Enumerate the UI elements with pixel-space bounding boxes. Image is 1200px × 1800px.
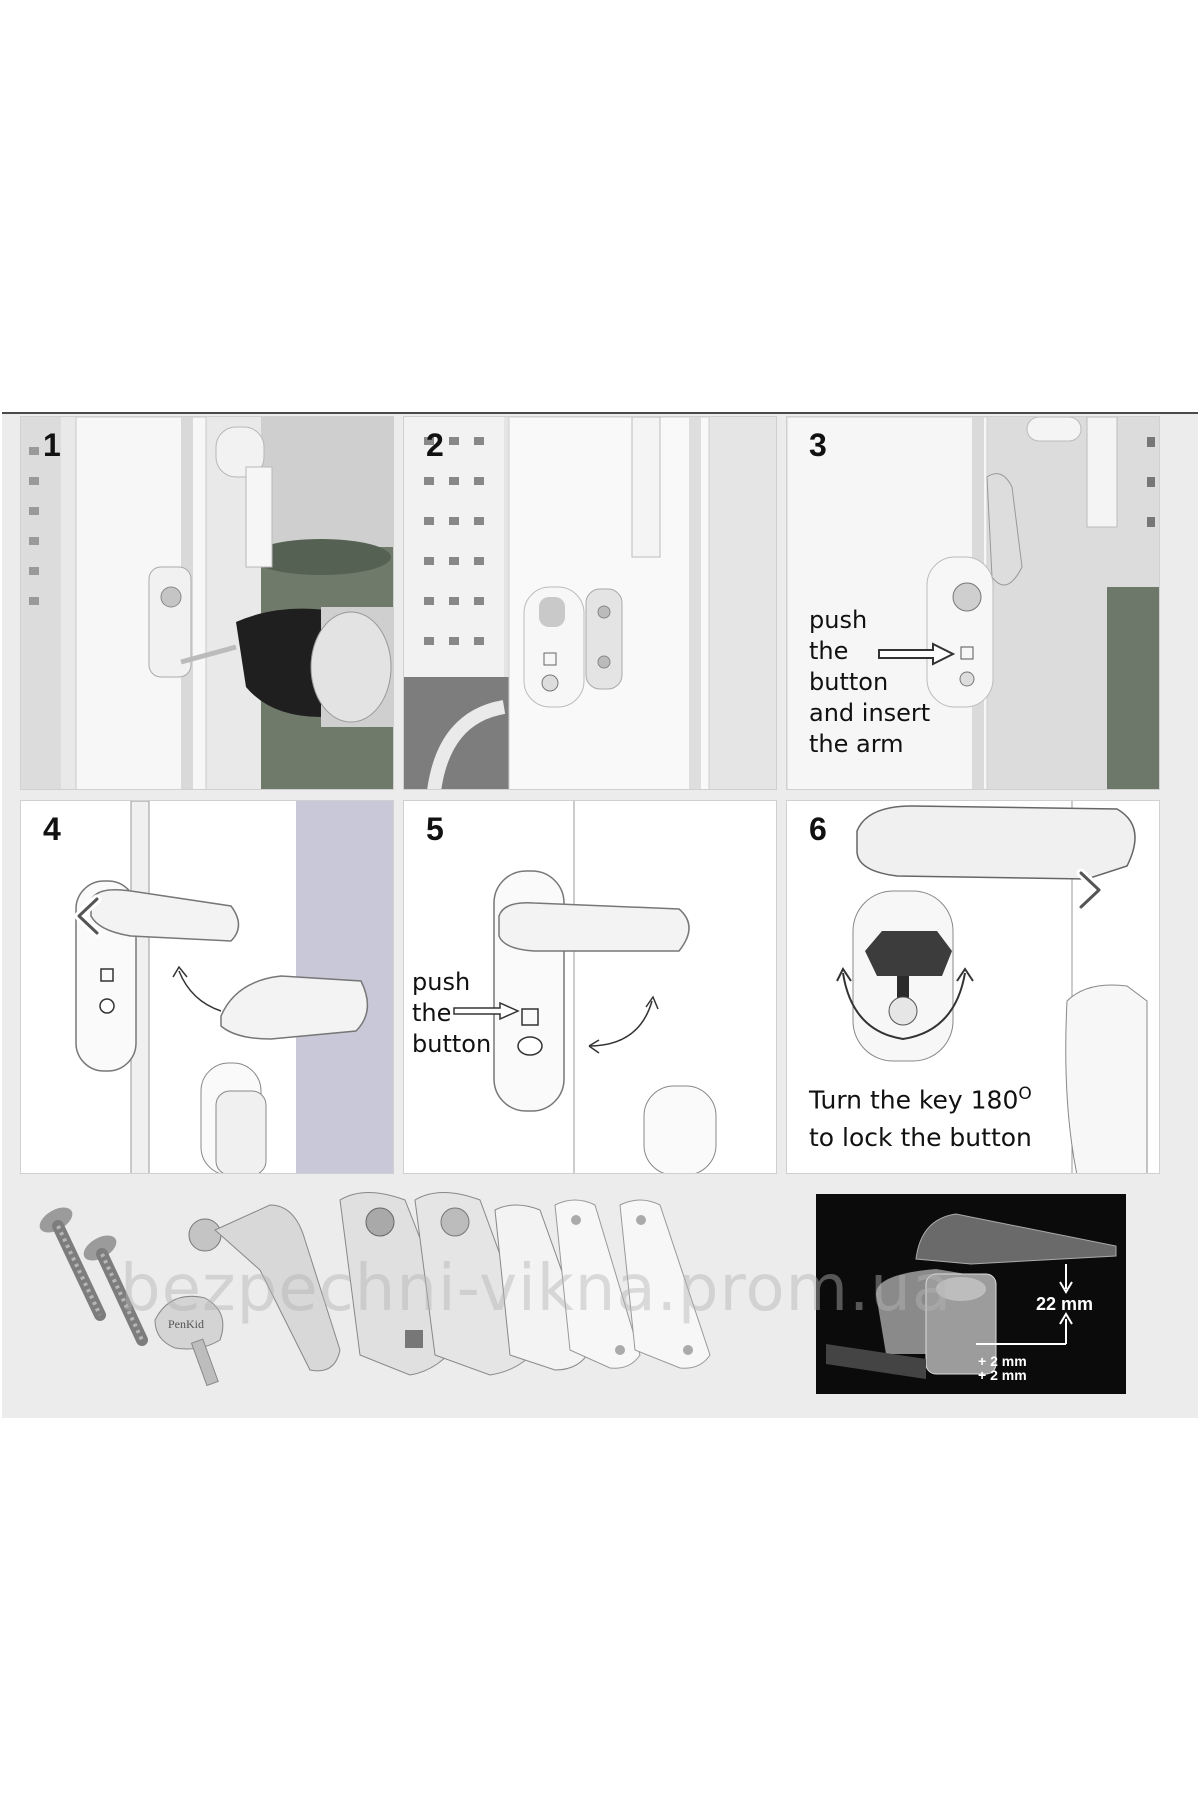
step-1-illustration <box>21 417 393 789</box>
arm <box>188 1204 341 1372</box>
caption-text: Turn the key 180 <box>809 1085 1019 1115</box>
base-plate-1 <box>554 1199 641 1369</box>
caption-line: and insert <box>809 699 931 727</box>
step-1-panel: 1 <box>20 416 394 790</box>
step-5-panel: 5 push the button <box>403 800 777 1174</box>
next-button[interactable] <box>1065 867 1111 913</box>
previous-button[interactable] <box>67 893 113 939</box>
watermark: bezpechni-vikna.prom.ua <box>120 1252 953 1326</box>
offset-dimension-label: + 2 mm <box>978 1367 1027 1383</box>
caption-line: button <box>809 668 889 696</box>
parts-kit-illustration: PenKid <box>20 1180 790 1410</box>
screw-2 <box>83 1235 148 1346</box>
step-5-caption: push the button <box>412 967 491 1060</box>
caption-line: the <box>412 999 452 1027</box>
lock-body <box>339 1192 461 1376</box>
caption-line: to lock the button <box>809 1123 1032 1153</box>
step-6-illustration <box>787 801 1159 1173</box>
step-2-illustration <box>404 417 776 789</box>
height-dimension-label: 22 mm <box>1036 1294 1093 1314</box>
step-4-panel: 4 <box>20 800 394 1174</box>
key-brand-label: PenKid <box>168 1317 204 1331</box>
arrow-right-icon <box>453 1002 520 1020</box>
caption-line: the <box>809 637 849 665</box>
degree-symbol: O <box>1018 1084 1032 1104</box>
caption-line: Turn the key 180O <box>809 1075 1032 1119</box>
step-number: 6 <box>809 811 827 847</box>
step-number: 4 <box>43 811 61 847</box>
arrow-right-icon <box>878 642 956 666</box>
step-number: 3 <box>809 427 827 463</box>
step-3-caption: push the button and insert the arm <box>809 605 930 760</box>
step-3-panel: 3 push the button and insert the arm <box>786 416 1160 790</box>
base-plate-2 <box>619 1199 711 1369</box>
screw-1 <box>39 1207 106 1321</box>
offset-dimension-label: + 2 mm <box>978 1353 1027 1369</box>
step-6-caption: Turn the key 180O to lock the button <box>809 1075 1032 1157</box>
key: PenKid <box>154 1295 224 1387</box>
step-2-panel: 2 <box>403 416 777 790</box>
step-number: 1 <box>43 427 61 463</box>
step-number: 5 <box>426 811 444 847</box>
chevron-left-icon <box>74 894 102 938</box>
step-6-panel: 6 Turn the key 180O to lock the button <box>786 800 1160 1174</box>
step-3-illustration <box>787 417 1159 789</box>
caption-line: push <box>809 606 868 634</box>
dimension-diagram: 22 mm + 2 mm + 2 mm <box>816 1194 1126 1394</box>
step-5-illustration <box>404 801 776 1173</box>
step-4-illustration <box>21 801 393 1173</box>
chevron-right-icon <box>1076 868 1104 912</box>
caption-line: button <box>412 1030 492 1058</box>
step-number: 2 <box>426 427 444 463</box>
caption-line: the arm <box>809 730 904 758</box>
caption-line: push <box>412 968 471 996</box>
